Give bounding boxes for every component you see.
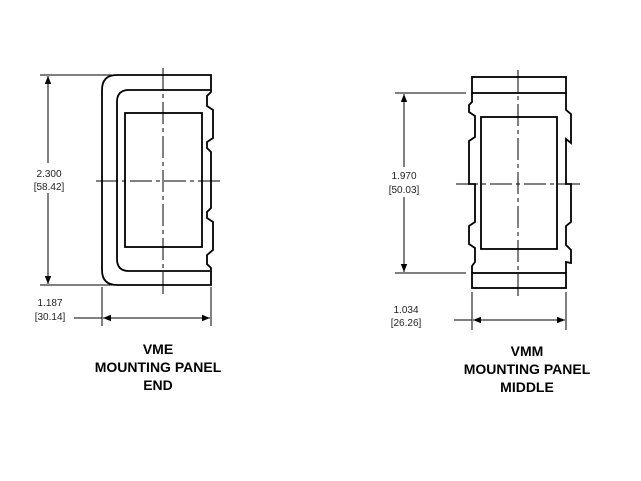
vmm-bottom-band	[471, 272, 567, 289]
vmm-middle-panel-drawing: 1.970 [50.03] 1.034 [26.26] VMM MOUNTING…	[383, 70, 591, 395]
vme-title-name: MOUNTING PANEL	[95, 359, 222, 375]
vme-width-inches: 1.187	[37, 298, 62, 309]
vmm-title-code: VMM	[511, 343, 544, 359]
vmm-top-band	[471, 76, 567, 94]
vmm-title-type: MIDDLE	[500, 379, 554, 395]
vme-title-code: VME	[143, 341, 173, 357]
vmm-width-mm: [26.26]	[391, 318, 422, 329]
vme-height-mm: [58.42]	[34, 182, 65, 193]
vme-width-mm: [30.14]	[35, 312, 66, 323]
vmm-title-name: MOUNTING PANEL	[464, 361, 591, 377]
vme-end-panel-drawing: 2.300 [58.42] 1.187 [30.14] VME MOUNTING…	[28, 68, 224, 393]
vmm-height-inches: 1.970	[391, 171, 416, 182]
vmm-width-inches: 1.034	[393, 305, 418, 316]
vmm-right-notched-side	[565, 93, 572, 273]
vme-outer-outline	[101, 74, 214, 286]
vmm-inner-opening	[480, 116, 558, 250]
vme-title-type: END	[143, 377, 173, 393]
vmm-height-mm: [50.03]	[389, 185, 420, 196]
vmm-left-notched-side	[468, 93, 476, 273]
vme-height-inches: 2.300	[36, 169, 61, 180]
